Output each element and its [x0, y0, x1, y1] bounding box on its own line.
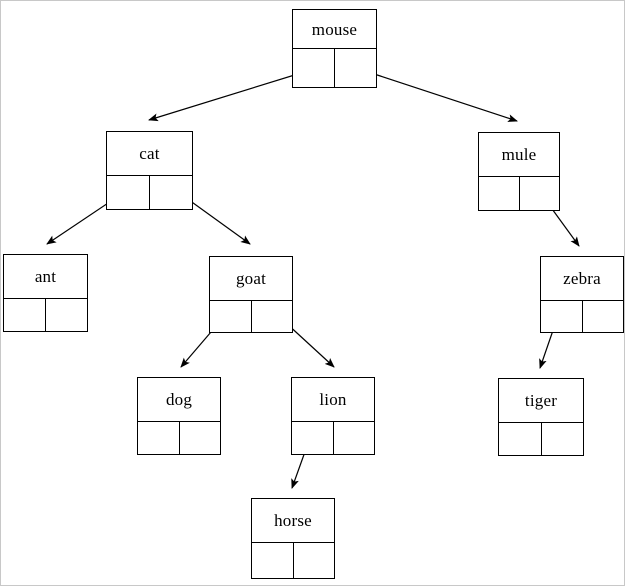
node-pointers-tiger — [499, 423, 583, 455]
pointer-cell-right-mule[interactable] — [519, 177, 559, 210]
pointer-cell-right-goat[interactable] — [251, 301, 292, 332]
pointer-cell-right-ant[interactable] — [46, 299, 87, 331]
tree-node-horse[interactable]: horse — [251, 498, 335, 579]
pointer-cell-right-lion[interactable] — [333, 422, 374, 454]
node-label-ant: ant — [4, 255, 87, 299]
edge-mouse-to-mule — [355, 67, 518, 122]
tree-node-mule[interactable]: mule — [478, 132, 560, 211]
pointer-cell-right-mouse[interactable] — [335, 49, 376, 87]
node-pointers-zebra — [541, 301, 623, 332]
edge-mouse-to-cat — [148, 68, 315, 122]
pointer-cell-left-goat[interactable] — [210, 301, 252, 332]
node-pointers-lion — [292, 422, 374, 454]
tree-node-cat[interactable]: cat — [106, 131, 193, 210]
node-pointers-goat — [210, 301, 292, 332]
pointer-cell-left-dog[interactable] — [138, 422, 180, 454]
pointer-cell-right-cat[interactable] — [150, 176, 192, 209]
node-pointers-mule — [479, 177, 559, 210]
tree-node-mouse[interactable]: mouse — [292, 9, 377, 88]
node-label-lion: lion — [292, 378, 374, 422]
node-label-zebra: zebra — [541, 257, 623, 301]
pointer-cell-left-horse[interactable] — [252, 543, 294, 578]
node-pointers-cat — [107, 176, 192, 209]
node-label-goat: goat — [210, 257, 292, 301]
pointer-cell-right-zebra[interactable] — [582, 301, 623, 332]
node-label-cat: cat — [107, 132, 192, 176]
tree-node-lion[interactable]: lion — [291, 377, 375, 455]
pointer-cell-left-mule[interactable] — [479, 177, 520, 210]
tree-node-goat[interactable]: goat — [209, 256, 293, 333]
node-label-horse: horse — [252, 499, 334, 543]
node-label-mouse: mouse — [293, 10, 376, 49]
node-label-mule: mule — [479, 133, 559, 177]
tree-node-zebra[interactable]: zebra — [540, 256, 624, 333]
tree-node-dog[interactable]: dog — [137, 377, 221, 455]
node-label-tiger: tiger — [499, 379, 583, 423]
pointer-cell-left-cat[interactable] — [107, 176, 150, 209]
pointer-cell-right-tiger[interactable] — [541, 423, 583, 455]
pointer-cell-left-tiger[interactable] — [499, 423, 542, 455]
node-pointers-ant — [4, 299, 87, 331]
node-pointers-dog — [138, 422, 220, 454]
tree-node-ant[interactable]: ant — [3, 254, 88, 332]
pointer-cell-left-ant[interactable] — [4, 299, 46, 331]
pointer-cell-left-lion[interactable] — [292, 422, 334, 454]
pointer-cell-right-horse[interactable] — [293, 543, 334, 578]
tree-node-tiger[interactable]: tiger — [498, 378, 584, 456]
node-pointers-mouse — [293, 49, 376, 87]
pointer-cell-left-zebra[interactable] — [541, 301, 583, 332]
node-pointers-horse — [252, 543, 334, 578]
pointer-cell-right-dog[interactable] — [179, 422, 220, 454]
pointer-cell-left-mouse[interactable] — [293, 49, 335, 87]
node-label-dog: dog — [138, 378, 220, 422]
